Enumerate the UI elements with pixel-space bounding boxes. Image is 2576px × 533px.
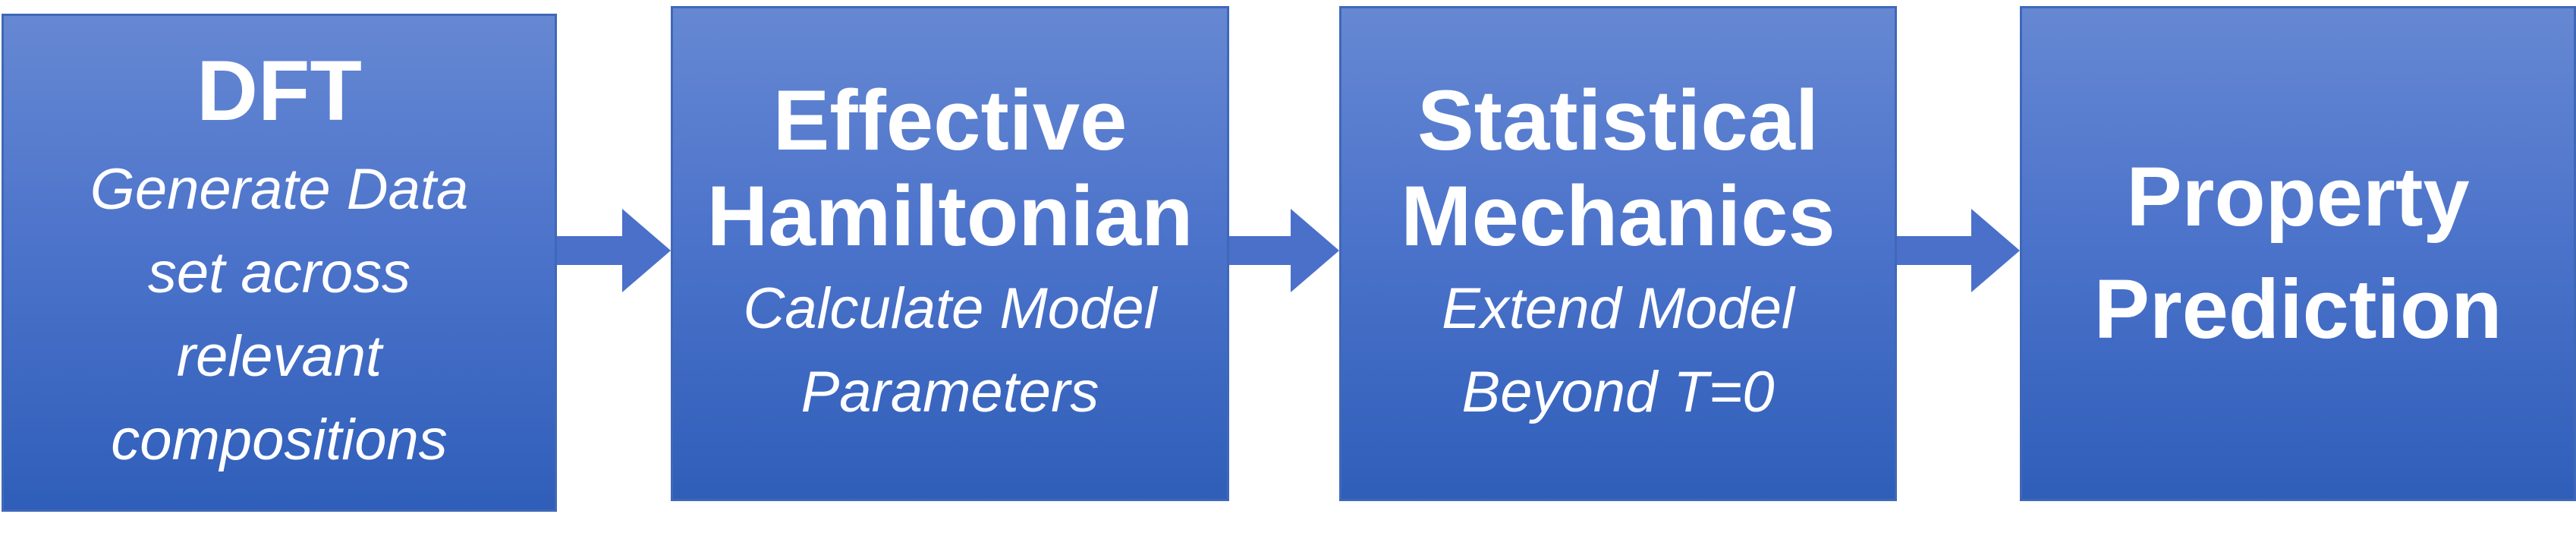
step-description-effective-hamiltonian: Calculate Model Parameters <box>744 267 1157 434</box>
step-description-line: set across <box>147 241 411 305</box>
step-title-line: Mechanics <box>1401 169 1835 263</box>
step-title-line: DFT <box>197 43 362 138</box>
step-description-line: Generate Data <box>90 157 469 222</box>
step-box-statistical-mechanics: Statistical Mechanics Extend Model Beyon… <box>1339 6 1897 501</box>
arrow-right-icon <box>557 209 671 292</box>
step-description-line: Extend Model <box>1442 276 1794 341</box>
arrow-right-icon <box>1897 209 2020 292</box>
step-title-property-prediction: Property Prediction <box>2094 141 2502 366</box>
step-title-line: Effective <box>772 73 1128 168</box>
step-title-line: Hamiltonian <box>706 169 1194 263</box>
step-title-statistical-mechanics: Statistical Mechanics <box>1401 73 1835 264</box>
step-title-line: Property <box>2126 150 2470 244</box>
step-description-line: Parameters <box>800 360 1099 424</box>
step-description-line: Beyond T=0 <box>1461 360 1775 424</box>
step-description-line: compositions <box>111 408 448 472</box>
step-description-statistical-mechanics: Extend Model Beyond T=0 <box>1442 267 1794 434</box>
step-title-effective-hamiltonian: Effective Hamiltonian <box>707 73 1194 264</box>
step-description-line: Calculate Model <box>743 276 1157 341</box>
step-box-property-prediction: Property Prediction <box>2020 6 2576 501</box>
step-description-dft: Generate Data set across relevant compos… <box>90 148 469 482</box>
step-box-dft: DFT Generate Data set across relevant co… <box>2 14 557 512</box>
step-description-line: relevant <box>176 324 382 389</box>
step-title-line: Statistical <box>1417 73 1820 168</box>
arrow-right-icon <box>1229 209 1339 292</box>
step-title-line: Prediction <box>2093 263 2502 356</box>
step-box-effective-hamiltonian: Effective Hamiltonian Calculate Model Pa… <box>671 6 1229 501</box>
step-title-dft: DFT <box>197 43 362 139</box>
